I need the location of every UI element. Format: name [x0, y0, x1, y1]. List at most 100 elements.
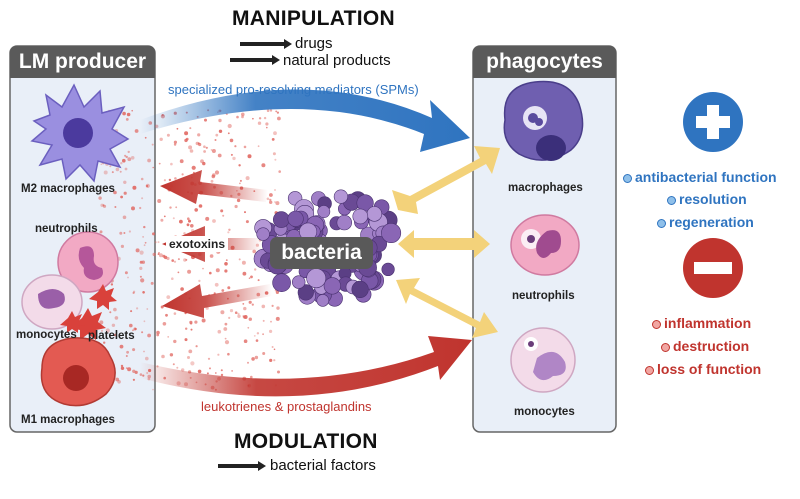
mediator-dot: [144, 241, 147, 244]
mediator-dot: [254, 268, 257, 271]
mediator-dot: [154, 241, 157, 244]
mediator-dot: [176, 366, 179, 369]
mediator-dot: [124, 154, 127, 157]
mediator-dot: [238, 164, 241, 167]
bacterium-sphere: [366, 206, 383, 222]
mediator-dot: [211, 149, 216, 153]
mediator-dot: [100, 329, 104, 332]
mediator-dot: [173, 312, 177, 315]
modulation-arrow: [218, 461, 266, 471]
mediator-dot: [134, 129, 139, 133]
mediator-dot: [221, 289, 225, 292]
mediator-dot: [201, 318, 206, 323]
mediator-dot: [197, 133, 201, 137]
mediator-dot: [99, 230, 103, 234]
mediator-dot: [177, 271, 180, 274]
mediator-dot: [125, 355, 128, 357]
mediator-dot: [218, 118, 222, 123]
mediator-dot: [222, 214, 225, 217]
mediator-dot: [161, 354, 165, 359]
mediator-dot: [215, 133, 219, 137]
mediator-dot: [255, 339, 259, 342]
mediator-dot: [243, 306, 247, 311]
mediator-dot: [227, 352, 230, 356]
mediator-dot: [234, 145, 237, 148]
mediator-dot: [143, 350, 145, 353]
mediator-dot: [132, 378, 135, 381]
mediator-dot: [152, 166, 154, 169]
phagocyte-neutrophil-cell: [510, 214, 580, 276]
mediator-dot: [269, 198, 272, 202]
mediator-dot: [113, 190, 117, 195]
mediator-dot: [188, 219, 191, 223]
mediator-dot: [173, 143, 177, 146]
bullet-icon: [661, 342, 670, 352]
mediator-dot: [205, 216, 210, 221]
mediator-dot: [197, 142, 200, 145]
mediator-dot: [203, 145, 206, 148]
bacterium-sphere: [381, 223, 402, 244]
mediator-dot: [257, 279, 260, 282]
effect-text: regeneration: [669, 214, 754, 230]
mediator-dot: [136, 307, 139, 310]
mediator-dot: [144, 136, 147, 139]
m1-macrophage-cell: [40, 337, 116, 407]
mediator-dot: [135, 248, 140, 253]
mediator-dot: [269, 109, 273, 112]
mediator-dot: [127, 276, 129, 279]
mediator-dot: [152, 232, 155, 236]
mediator-dot: [168, 178, 172, 182]
mediator-dot: [166, 295, 171, 299]
plus-sign-icon: [683, 92, 743, 152]
bacterium-sphere: [306, 268, 327, 289]
bullet-icon: [623, 173, 632, 183]
mediator-dot: [180, 287, 184, 291]
mediator-dot: [152, 252, 156, 257]
mediator-dot: [172, 363, 175, 366]
mediator-dot: [261, 304, 266, 309]
mediator-dot: [190, 224, 194, 228]
mediator-dot: [132, 185, 137, 190]
mediator-dot: [278, 170, 282, 173]
mediator-dot: [194, 320, 198, 324]
mediator-dot: [217, 153, 222, 158]
mediator-dot: [170, 162, 173, 166]
mediator-dot: [239, 179, 242, 182]
mediator-dot: [241, 112, 245, 117]
mediator-dot: [98, 196, 102, 200]
mediator-dot: [272, 152, 276, 156]
mediator-dot: [195, 141, 199, 146]
mediator-dot: [131, 109, 133, 112]
mediator-dot: [171, 277, 174, 281]
mediator-dot: [248, 277, 251, 280]
mediator-dot: [141, 197, 144, 200]
mediator-dot: [163, 215, 166, 218]
bacterium-sphere: [272, 211, 290, 228]
mediator-dot: [195, 345, 198, 348]
mediator-dot: [227, 132, 230, 135]
mediator-dot: [252, 117, 254, 120]
mediator-dot: [105, 328, 110, 333]
mediator-dot: [206, 372, 209, 375]
mediator-dot: [189, 149, 194, 153]
bacterium-sphere: [317, 205, 331, 218]
effect-loss-of-function: loss of function: [645, 361, 761, 377]
mediator-dot: [271, 304, 274, 307]
mediator-dot: [273, 131, 277, 136]
mediator-dot: [130, 310, 133, 313]
mediator-dot: [111, 171, 114, 174]
mediator-dot: [169, 353, 174, 357]
mediator-dot: [158, 253, 163, 258]
mediator-dot: [257, 145, 260, 148]
mediator-dot: [210, 149, 213, 151]
mediator-dot: [218, 129, 223, 133]
mediator-dot: [139, 275, 142, 278]
mediator-dot: [123, 191, 127, 195]
effect-text: destruction: [673, 338, 750, 354]
mediator-dot: [274, 201, 276, 203]
mediator-dot: [275, 110, 278, 113]
mediator-dot: [224, 269, 228, 273]
mediator-dot: [123, 232, 126, 234]
mediator-dot: [220, 373, 224, 377]
mediator-dot: [143, 320, 146, 323]
